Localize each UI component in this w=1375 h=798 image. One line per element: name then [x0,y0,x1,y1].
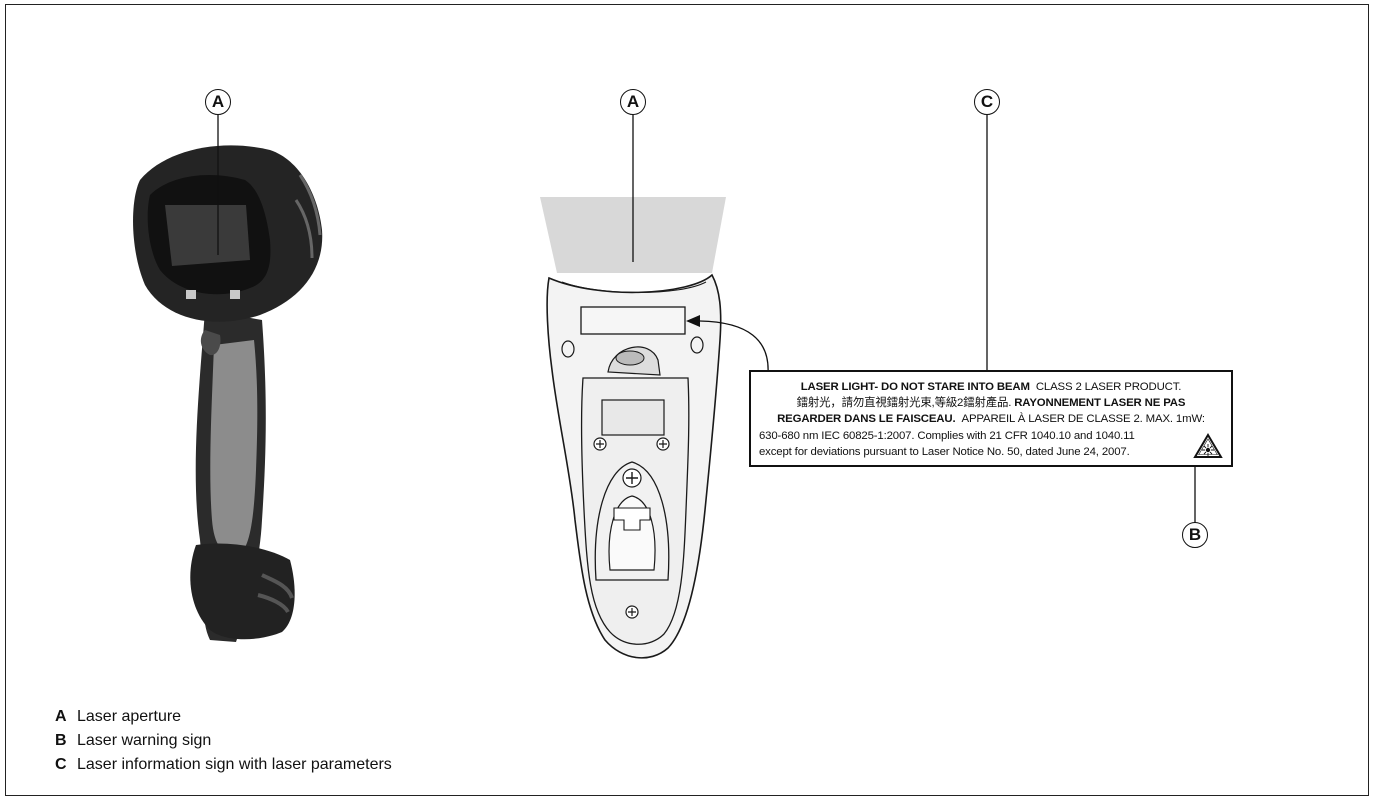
label-line-1-rest: CLASS 2 LASER PRODUCT. [1036,381,1181,393]
label-line-1: LASER LIGHT- DO NOT STARE INTO BEAM CLAS… [759,379,1223,395]
callout-b: B [1182,522,1208,548]
callout-a-left: A [205,89,231,115]
legend-key: C [55,753,77,777]
scanner-perspective-image [133,115,322,642]
label-line-3-bold: REGARDER DANS LE FAISCEAU. [777,413,955,425]
legend-key: A [55,705,77,729]
laser-information-sign: LASER LIGHT- DO NOT STARE INTO BEAM CLAS… [749,370,1233,467]
scanner-bottom-view-image [540,115,726,658]
label-line-1-bold: LASER LIGHT- DO NOT STARE INTO BEAM [801,381,1030,393]
label-line-3: REGARDER DANS LE FAISCEAU. APPAREIL À LA… [759,411,1223,427]
legend-text: Laser warning sign [77,732,211,749]
label-line-2-bold: RAYONNEMENT LASER NE PAS [1014,397,1185,409]
laser-warning-triangle-icon [1193,433,1223,459]
label-line-3-rest: APPAREIL À LASER DE CLASSE 2. MAX. 1mW: [962,413,1205,425]
label-line-4: 630-680 nm IEC 60825-1:2007. Complies wi… [759,428,1179,444]
legend-text: Laser information sign with laser parame… [77,756,392,773]
label-line-2-cjk: 鐳射光，請勿直視鐳射光束,等級2鐳射產品. [797,397,1012,409]
label-line-5: except for deviations pursuant to Laser … [759,444,1179,460]
label-line-2: 鐳射光，請勿直視鐳射光束,等級2鐳射產品. RAYONNEMENT LASER … [759,395,1223,411]
callout-a-middle: A [620,89,646,115]
legend-text: Laser aperture [77,708,181,725]
callout-c: C [974,89,1000,115]
legend-key: B [55,729,77,753]
